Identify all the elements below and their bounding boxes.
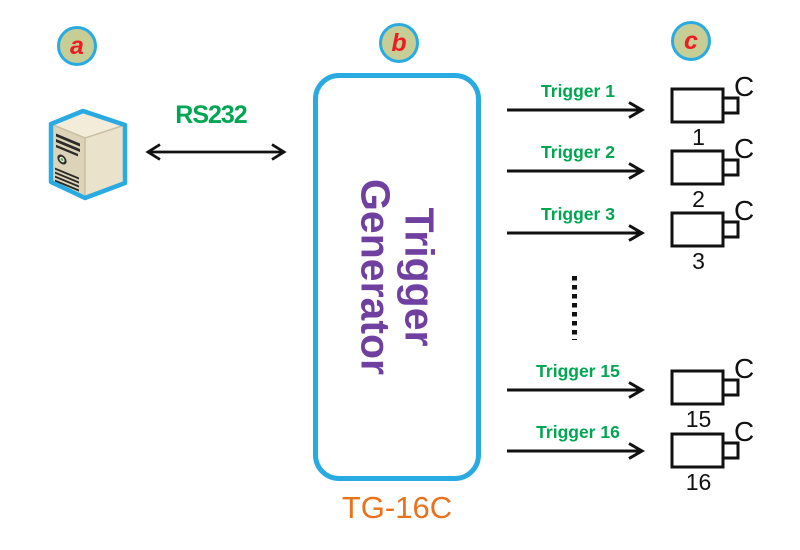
trigger-15-arrow <box>505 379 651 406</box>
camera-15: C 15 <box>670 353 765 432</box>
camera-16: C 16 <box>670 416 765 495</box>
ellipsis-dots <box>572 276 577 340</box>
camera-16-mount-label: C <box>734 416 755 447</box>
camera-3-number: 3 <box>692 248 705 274</box>
camera-2: C 2 <box>670 133 765 212</box>
camera-1-mount-label: C <box>734 71 755 102</box>
camera-15-mount-label: C <box>734 353 755 384</box>
camera-2-icon <box>670 149 740 186</box>
camera-2-mount-label: C <box>734 133 755 164</box>
trigger-16-label: Trigger 16 <box>536 422 620 442</box>
camera-3: C 3 <box>670 195 765 274</box>
camera-3-mount-label: C <box>734 195 755 226</box>
trigger-2-label: Trigger 2 <box>541 142 615 162</box>
camera-16-number: 16 <box>685 469 712 495</box>
camera-16-icon <box>670 432 740 469</box>
camera-3-icon <box>670 211 740 248</box>
camera-1-number: 1 <box>692 124 705 150</box>
camera-1: C 1 <box>670 71 765 150</box>
marker-b: b <box>379 23 419 63</box>
bidirectional-arrow <box>141 141 291 168</box>
trigger-generator-box <box>313 73 481 481</box>
model-label: TG-16C <box>341 490 453 525</box>
camera-1-icon <box>670 87 740 124</box>
trigger-1-arrow <box>505 99 651 126</box>
camera-15-icon <box>670 369 740 406</box>
trigger-15-label: Trigger 15 <box>536 361 620 381</box>
camera-15-number: 15 <box>685 406 712 432</box>
rs232-label: RS232 <box>175 101 247 129</box>
marker-c: c <box>671 21 711 61</box>
computer-tower-icon <box>44 104 132 207</box>
trigger-16-arrow <box>505 440 651 467</box>
trigger-1-label: Trigger 1 <box>541 81 615 101</box>
trigger-generator-title: Trigger Generator <box>352 179 443 375</box>
trigger-3-arrow <box>505 222 651 249</box>
marker-a: a <box>57 26 97 66</box>
trigger-generator-title-line1: Trigger <box>396 207 443 347</box>
trigger-2-arrow <box>505 160 651 187</box>
trigger-3-label: Trigger 3 <box>541 204 615 224</box>
trigger-generator-title-line2: Generator <box>352 179 398 375</box>
camera-2-number: 2 <box>692 186 705 212</box>
